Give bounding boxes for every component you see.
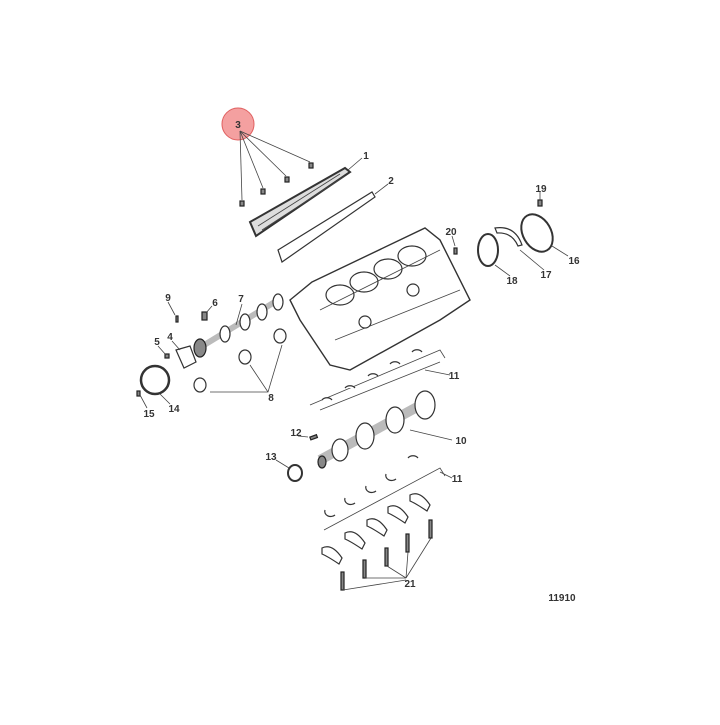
callout-6[interactable]: 6 (212, 298, 218, 309)
part-9-pin[interactable] (175, 315, 179, 323)
part-1-cover[interactable] (248, 166, 352, 238)
callout-labels: 3 1 2 19 20 16 17 18 9 6 7 5 4 8 11 14 1… (143, 120, 580, 604)
part-2-gasket[interactable] (277, 191, 376, 263)
callout-4[interactable]: 4 (167, 332, 173, 343)
callout-21[interactable]: 21 (404, 579, 416, 590)
part-5-screw[interactable] (164, 353, 170, 359)
part-4-thrust-plate[interactable] (175, 345, 197, 369)
part-14-cam-gear[interactable] (139, 364, 171, 396)
part-21-cap-bolts[interactable] (340, 519, 433, 591)
main-bearing-caps[interactable] (321, 493, 431, 565)
part-13-crank-gear[interactable] (287, 464, 303, 482)
callout-1[interactable]: 1 (363, 151, 369, 162)
callout-14[interactable]: 14 (168, 404, 180, 415)
part-10-crankshaft[interactable] (317, 390, 453, 469)
callout-10[interactable]: 10 (455, 436, 467, 447)
part-20-pin[interactable] (453, 247, 458, 255)
part-8-cam-bearings[interactable] (193, 328, 287, 393)
part-18-seal[interactable] (477, 233, 499, 267)
callout-2[interactable]: 2 (388, 176, 394, 187)
part-16-retainer[interactable] (515, 209, 559, 258)
callout-20[interactable]: 20 (445, 227, 457, 238)
callout-12[interactable]: 12 (290, 428, 302, 439)
part-11-main-bearings-upper[interactable] (309, 349, 446, 411)
callout-16[interactable]: 16 (568, 256, 580, 267)
callout-11-upper[interactable]: 11 (449, 371, 460, 382)
leader-lines (139, 157, 569, 469)
callout-17[interactable]: 17 (540, 270, 552, 281)
callout-15[interactable]: 15 (143, 409, 155, 420)
part-engine-block[interactable] (289, 227, 471, 371)
part-6-key[interactable] (201, 311, 208, 321)
part-17-seal-half[interactable] (494, 227, 523, 247)
callout-3-highlight[interactable] (221, 107, 255, 141)
callout-9[interactable]: 9 (165, 293, 171, 304)
callout-13[interactable]: 13 (265, 452, 277, 463)
callout-3[interactable]: 3 (235, 120, 241, 131)
part-12-key[interactable] (309, 433, 319, 441)
part-19-screw[interactable] (537, 199, 543, 207)
callout-18[interactable]: 18 (506, 276, 518, 287)
callout-11-lower[interactable]: 11 (452, 474, 463, 485)
figure-number: 11910 (548, 593, 576, 604)
callout-7[interactable]: 7 (238, 294, 244, 305)
callout-8[interactable]: 8 (268, 393, 274, 404)
part-3-bolts[interactable] (239, 130, 314, 207)
part-11-main-bearings-lower[interactable] (323, 455, 453, 531)
part-7-camshaft[interactable] (193, 293, 284, 358)
callout-19[interactable]: 19 (535, 184, 547, 195)
part-15-screw[interactable] (136, 390, 141, 397)
callout-5[interactable]: 5 (154, 337, 160, 348)
